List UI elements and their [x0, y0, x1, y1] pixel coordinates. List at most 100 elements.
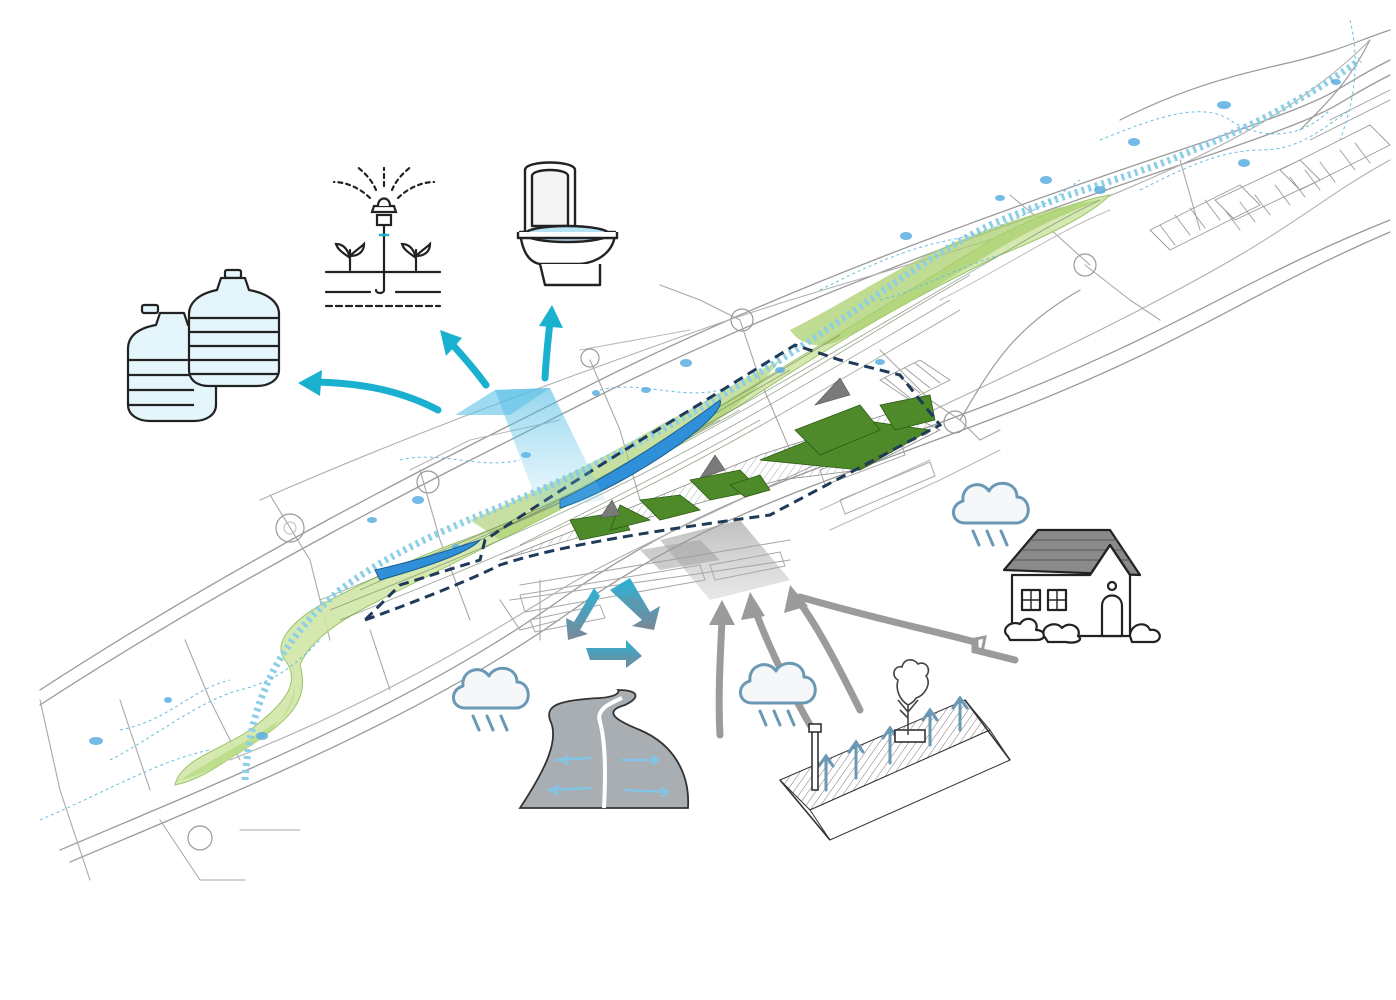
diagram-stroke — [1159, 142, 1371, 246]
arrow-head — [440, 330, 462, 356]
diagram-stroke — [412, 496, 424, 504]
diagram-stroke — [256, 732, 268, 740]
diagram-stroke — [1238, 159, 1250, 167]
diagram-stroke — [529, 604, 606, 633]
diagram-stroke — [1040, 176, 1052, 184]
diagram-stroke — [794, 404, 881, 456]
diagram-stroke — [1089, 543, 1131, 576]
dotted-water-channel — [241, 57, 1363, 781]
roundabout — [730, 308, 754, 332]
diagram-stroke — [140, 303, 160, 315]
diagram-stroke — [189, 316, 279, 376]
diagram-stroke — [1299, 39, 1371, 131]
diagram-stroke — [560, 754, 570, 766]
diagram-stroke — [1042, 623, 1082, 644]
diagram-stroke — [1106, 580, 1118, 592]
diagram-stroke — [847, 739, 865, 754]
diagram-stroke — [455, 388, 550, 415]
diagram-stroke — [1022, 590, 1066, 610]
diagram-stroke — [952, 481, 1030, 525]
rain-cloud-icon — [452, 481, 1030, 732]
diagram-stroke — [546, 786, 592, 792]
diagram-stroke — [1179, 159, 1201, 231]
diagram-stroke — [499, 599, 561, 631]
diagram-stroke — [660, 786, 670, 798]
diagram-stroke — [618, 590, 640, 606]
arrow-from-sidewalk — [794, 596, 864, 714]
arrow-from-road — [715, 616, 726, 739]
diagram-stroke — [639, 494, 701, 521]
diagram-stroke — [298, 305, 563, 396]
sprinkler-irrigation-icon — [324, 164, 442, 308]
reuse-beam — [455, 388, 605, 510]
avenue-north — [39, 59, 1391, 691]
diagram-stroke — [995, 195, 1005, 201]
diagram-stroke — [159, 819, 246, 881]
diagram-stroke — [1279, 124, 1391, 191]
diagram-stroke — [971, 529, 1009, 547]
diagram-stroke — [1309, 99, 1391, 141]
diagram-stroke — [354, 164, 378, 192]
runoff-arrows — [715, 593, 1019, 739]
diagram-stroke — [951, 695, 969, 710]
roundabout — [187, 825, 213, 851]
diagram-stroke — [817, 753, 835, 768]
diagram-stroke — [396, 180, 436, 200]
diagram-stroke — [367, 517, 377, 523]
diagram-stroke — [283, 521, 297, 535]
diagram-stroke — [369, 629, 391, 691]
diagram-stroke — [1139, 109, 1351, 191]
diagram-stroke — [390, 164, 414, 192]
diagram-stroke — [1149, 184, 1261, 251]
recycle-icon — [566, 578, 660, 668]
house-icon — [1002, 528, 1161, 644]
green-corridor — [39, 19, 1363, 821]
diagram-stroke — [921, 707, 939, 722]
water-jug-icon — [126, 268, 281, 423]
diagram-stroke — [729, 474, 771, 498]
avenue-north-inner — [39, 74, 1391, 706]
diagram-stroke — [452, 666, 530, 732]
diagram-stroke — [1128, 623, 1161, 644]
diagram-stroke — [879, 254, 1001, 301]
roundabout — [416, 470, 440, 494]
diagram-stroke — [709, 585, 808, 625]
diagram-stroke — [1119, 29, 1391, 121]
diagram-stroke — [599, 377, 851, 519]
diagram-stroke — [624, 788, 670, 794]
diagram-stroke — [550, 784, 560, 796]
diagram-stroke — [223, 268, 243, 280]
diagram-stroke — [39, 19, 1356, 821]
diagram-stroke — [579, 329, 691, 351]
diagram-stroke — [779, 699, 1011, 841]
arrow-head — [298, 370, 322, 396]
arrow-to-irrigation — [446, 338, 490, 389]
diagram-stroke — [1099, 109, 1331, 141]
diagram-stroke — [39, 699, 91, 881]
diagram-stroke — [879, 359, 951, 401]
diagram-stroke — [758, 709, 796, 727]
diagram-stroke — [739, 661, 817, 727]
diagram-stroke — [1004, 617, 1046, 642]
diagram-stroke — [1217, 101, 1231, 109]
green-corridor-band — [174, 194, 1112, 786]
arrow-to-toilet — [541, 318, 554, 382]
diagram-stroke — [471, 714, 509, 732]
diagram-stroke — [164, 697, 172, 703]
diagram-stroke — [334, 241, 366, 272]
diagram-stroke — [894, 729, 926, 743]
diagram-stroke — [370, 204, 398, 214]
site-area — [363, 343, 943, 622]
green-corridor-inner — [790, 200, 1100, 346]
diagram-stroke — [699, 454, 726, 479]
diagram-stroke — [339, 309, 961, 621]
diagram-stroke — [811, 729, 819, 791]
diagram-stroke — [875, 359, 885, 365]
diagram-stroke — [597, 696, 623, 809]
diagram-stroke — [187, 268, 281, 388]
roundabout — [943, 410, 967, 434]
diagram-stroke — [893, 659, 930, 735]
avenue-far-south — [229, 159, 1391, 761]
